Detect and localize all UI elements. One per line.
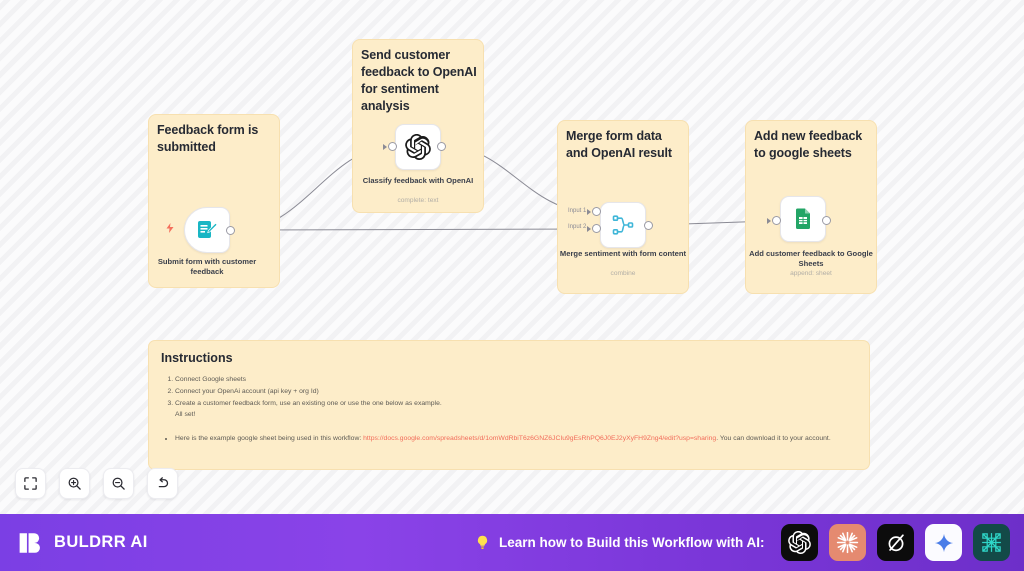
cta-text: Learn how to Build this Workflow with AI…: [499, 535, 765, 550]
mistral-star-icon: [982, 533, 1001, 552]
zoom-out-icon: [112, 477, 125, 490]
merge-branch-icon: [612, 215, 634, 235]
instructions-notes-list: Here is the example google sheet being u…: [175, 434, 857, 445]
claude-burst-icon: [836, 531, 859, 554]
canvas-toolbar: [15, 468, 178, 499]
instructions-title: Instructions: [161, 351, 233, 365]
node-add-to-google-sheets[interactable]: [780, 196, 826, 242]
arrow-merge-input-1: [587, 209, 591, 215]
port-label-input-1: Input 1: [568, 208, 587, 214]
mistral-logo[interactable]: [973, 524, 1010, 561]
reset-view-button[interactable]: [147, 468, 178, 499]
port-merge-input-2[interactable]: [592, 224, 601, 233]
claude-logo[interactable]: [829, 524, 866, 561]
node-caption-classify-feedback: Classify feedback with OpenAI: [362, 176, 474, 185]
zoom-out-button[interactable]: [103, 468, 134, 499]
instructions-step: Connect Google sheets: [175, 374, 857, 386]
instructions-note-prefix: Here is the example google sheet being u…: [175, 434, 364, 442]
group-add-new-feedback[interactable]: Add new feedback to google sheets: [745, 120, 877, 294]
instructions-panel[interactable]: Instructions Connect Google sheets Conne…: [148, 340, 870, 470]
port-merge-input-1[interactable]: [592, 207, 601, 216]
gemini-logo[interactable]: [925, 524, 962, 561]
bottom-promo-bar: BULDRR AI Learn how to Build this Workfl…: [0, 514, 1024, 571]
brand-name: BULDRR AI: [54, 533, 148, 551]
fit-to-screen-button[interactable]: [15, 468, 46, 499]
node-subtitle-add-to-sheets: append: sheet: [790, 270, 832, 277]
arrow-openai-input: [383, 144, 387, 150]
openai-icon: [788, 531, 811, 554]
workflow-canvas[interactable]: Feedback form is submitted Send customer…: [0, 0, 1024, 514]
buldrr-b-logo: [19, 532, 40, 553]
arrow-sheets-input: [767, 218, 771, 224]
gemini-spark-icon: [934, 533, 953, 552]
port-form-output[interactable]: [226, 226, 235, 235]
node-classify-feedback-openai[interactable]: [395, 124, 441, 170]
node-merge-sentiment[interactable]: [600, 202, 646, 248]
group-title: Feedback form is submitted: [157, 123, 259, 154]
port-openai-input[interactable]: [388, 142, 397, 151]
instructions-step: Connect your OpenAi account (api key + o…: [175, 386, 857, 398]
node-subtitle-merge-sentiment: combine: [610, 270, 636, 277]
form-clipboard-pencil-icon: [198, 221, 218, 238]
example-google-sheet-link[interactable]: https://docs.google.com/spreadsheets/d/1…: [363, 434, 717, 442]
lightbulb-icon: [477, 535, 488, 549]
grok-logo[interactable]: [877, 524, 914, 561]
edge-form-to-merge: [238, 228, 593, 231]
openai-icon: [405, 134, 431, 160]
fit-screen-icon: [24, 477, 37, 490]
port-merge-output[interactable]: [644, 221, 653, 230]
cta-block: Learn how to Build this Workflow with AI…: [474, 534, 765, 551]
node-caption-add-to-sheets: Add customer feedback to Google Sheets: [749, 249, 873, 269]
trigger-bolt-icon: [166, 223, 174, 233]
group-feedback-form-submitted[interactable]: Feedback form is submitted: [148, 114, 280, 288]
undo-arrow-icon: [158, 477, 169, 488]
openai-logo[interactable]: [781, 524, 818, 561]
brand-block[interactable]: BULDRR AI: [18, 530, 148, 556]
arrow-merge-input-2: [587, 226, 591, 232]
grok-slash-icon: [888, 533, 904, 551]
group-title: Merge form data and OpenAI result: [566, 129, 672, 160]
zoom-in-button[interactable]: [59, 468, 90, 499]
group-title: Send customer feedback to OpenAI for sen…: [361, 48, 477, 113]
instructions-note-suffix: . You can download it to your account.: [716, 434, 831, 442]
ai-logos-row: [781, 524, 1010, 561]
port-sheets-output[interactable]: [822, 216, 831, 225]
port-openai-output[interactable]: [437, 142, 446, 151]
instructions-all-set: All set!: [175, 410, 196, 418]
instructions-steps-list: Connect Google sheets Connect your OpenA…: [175, 374, 857, 410]
group-title: Add new feedback to google sheets: [754, 129, 863, 160]
node-submit-form[interactable]: [184, 207, 230, 253]
google-sheets-icon: [796, 208, 810, 229]
port-sheets-input[interactable]: [772, 216, 781, 225]
node-caption-merge-sentiment: Merge sentiment with form content: [559, 249, 687, 258]
node-caption-submit-form: Submit form with customer feedback: [157, 257, 257, 277]
instructions-note: Here is the example google sheet being u…: [175, 434, 857, 445]
node-subtitle-classify-feedback: complete: text: [397, 197, 439, 204]
zoom-in-icon: [68, 477, 81, 490]
port-label-input-2: Input 2: [568, 224, 587, 230]
instructions-step: Create a customer feedback form, use an …: [175, 398, 857, 410]
